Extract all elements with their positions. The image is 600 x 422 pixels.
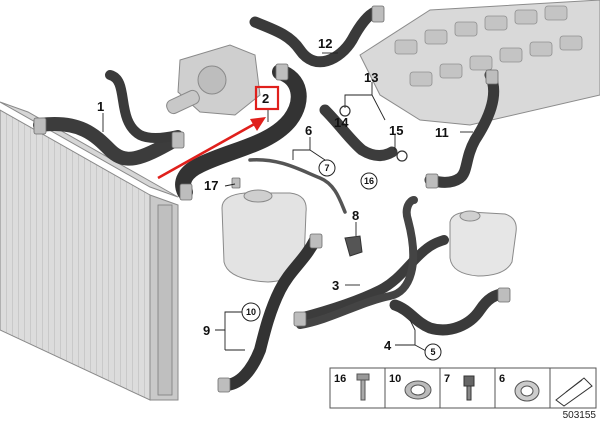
hoses [33, 6, 508, 391]
coolant-pump-housing [166, 44, 261, 116]
spring-clamp-icon [514, 380, 540, 402]
expansion-tank-right [449, 210, 517, 277]
callout-8: 8 [352, 208, 359, 223]
circled-ref-7: 7 [324, 163, 329, 173]
legend-label-10: 10 [389, 373, 401, 385]
callout-labels: 1 2 12 13 14 15 11 6 17 8 3 4 9 [97, 36, 449, 353]
circled-ref-16: 16 [364, 176, 374, 186]
highlight-box [254, 85, 280, 111]
hose-clamps [33, 5, 511, 393]
parts-legend: 16 10 7 6 [329, 367, 597, 409]
foam-pad-icon [555, 377, 593, 407]
callout-4: 4 [384, 338, 392, 353]
diagram-id: 503155 [563, 410, 597, 421]
hose-clamp-icon [404, 380, 432, 400]
callout-14: 14 [334, 115, 349, 130]
expansion-tank-left [221, 189, 307, 283]
engine-cylinder-head [359, 0, 600, 126]
callout-6: 6 [305, 123, 312, 138]
callout-11: 11 [435, 125, 449, 140]
circled-ref-10: 10 [246, 307, 256, 317]
legend-label-16: 16 [334, 373, 346, 385]
callout-9: 9 [203, 323, 210, 338]
clip-icon [463, 375, 475, 401]
callout-3: 3 [332, 278, 339, 293]
highlight-arrow [157, 117, 266, 180]
callout-17: 17 [204, 178, 218, 193]
circled-references: 7 16 10 5 [241, 159, 442, 361]
legend-label-7: 7 [444, 373, 450, 385]
legend-label-6: 6 [499, 373, 505, 385]
bolt-icon [356, 373, 370, 401]
callout-12: 12 [318, 36, 332, 51]
circled-ref-5: 5 [430, 347, 435, 357]
bracket-part [344, 235, 363, 257]
callout-1: 1 [97, 99, 104, 114]
callout-2: 2 [262, 91, 269, 106]
leader-lines [102, 52, 473, 353]
o-rings [339, 105, 408, 162]
callout-15: 15 [389, 123, 403, 138]
callout-13: 13 [364, 70, 378, 85]
